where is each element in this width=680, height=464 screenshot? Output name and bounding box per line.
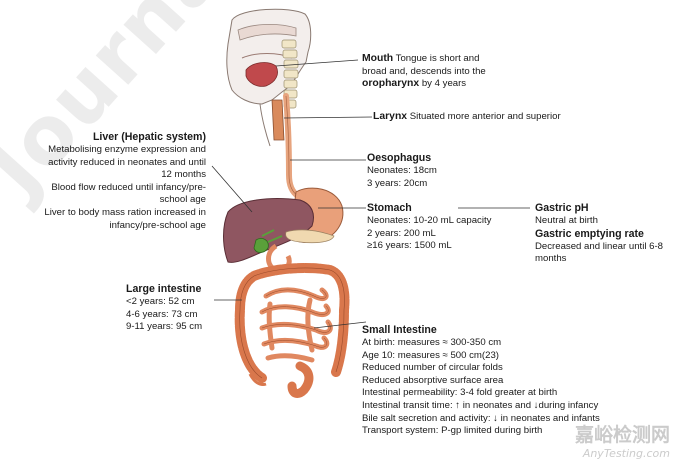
liver-line: Liver to body mass ration increased in [44,206,206,218]
stomach-annotation: Stomach Neonates: 10-20 mL capacity 2 ye… [367,202,517,253]
neck-outline [259,103,271,147]
large-intestine-line: 4-6 years: 73 cm [126,308,198,320]
pancreas-shape [285,229,335,244]
stomach-line: Neonates: 10-20 mL capacity [367,215,492,226]
larynx-pointer [283,116,373,119]
mouth-annotation: Mouth Tongue is short and broad and, des… [362,53,522,91]
small-intestine-annotation: Small Intestine At birth: measures ≈ 300… [362,324,662,438]
liver-line: activity reduced in neonates and until [48,156,206,168]
liver-line: Blood flow reduced until infancy/pre- [51,181,206,193]
larynx-annotation: Larynx Situated more anterior and superi… [373,111,633,124]
spine [281,39,299,109]
small-intestine-line: Reduced absorptive surface area [362,374,504,386]
small-intestine-line: Bile salt secretion and activity: ↓ in n… [362,412,600,424]
liver-line: Metabolising enzyme expression and [48,144,206,155]
liver-annotation: Liver (Hepatic system) Metabolising enzy… [26,131,206,232]
liver-line: 12 months [161,169,206,181]
stomach-title: Stomach [367,202,412,214]
small-intestine-pointer [313,321,367,329]
small-intestine-line: Intestinal transit time: ↑ in neonates a… [362,399,599,411]
oesophagus-line: Neonates: 18cm [367,165,437,176]
oesophagus-annotation: Oesophagus Neonates: 18cm 3 years: 20cm [367,152,517,190]
oesophagus-title: Oesophagus [367,152,432,164]
liver-line: infancy/pre-school age [109,219,206,231]
small-intestine-line: Age 10: measures ≈ 500 cm(23) [362,349,499,361]
site-watermark: 嘉峪检测网 AnyTesting.com [575,420,670,460]
stomach-line: ≥16 years: 1500 mL [367,240,452,252]
mouth-pointer [275,59,359,67]
oesophagus-line: 3 years: 20cm [367,177,428,189]
site-watermark-en: AnyTesting.com [582,447,670,460]
tongue [245,62,278,87]
liver-pointer [211,165,253,213]
gastric-ph-title: Gastric pH [535,202,589,214]
large-intestine-annotation: Large intestine <2 years: 52 cm 4-6 year… [126,283,236,334]
gastric-emptying-line: Decreased and linear until 6-8 [535,240,663,252]
gastric-ph-text: Neutral at birth [535,215,598,226]
head-outline [226,8,312,105]
larynx-text: Situated more anterior and superior [409,111,561,122]
stomach-line: 2 years: 200 mL [367,227,436,239]
gastric-emptying-title: Gastric emptying rate [535,227,644,240]
mouth-oropharynx: oropharynx [362,78,420,90]
gastric-emptying-line: months [535,253,567,265]
gastric-ph-annotation: Gastric pH Neutral at birth Gastric empt… [535,202,675,266]
pointer-lines [211,59,530,329]
larynx-shape [271,99,285,141]
large-intestine-line: <2 years: 52 cm [126,296,195,307]
mouth-title: Mouth [362,53,394,64]
small-intestine-line: Reduced number of circular folds [362,362,503,374]
larynx-title: Larynx [373,111,408,122]
gallbladder-shape [253,238,269,253]
large-intestine-line: 9-11 years: 95 cm [126,321,203,333]
mouth-text-2: broad and, descends into the [362,65,486,77]
rectum-shape [287,361,314,398]
mouth-text-1: Tongue is short and [395,53,480,64]
liver-line: school age [159,194,206,206]
small-intestine-line: At birth: measures ≈ 300-350 cm [362,337,502,348]
small-intestine-line: Intestinal permeability: 3-4 fold greate… [362,387,558,399]
small-intestine-title: Small Intestine [362,324,437,336]
small-intestine-line: Transport system: P-gp limited during bi… [362,425,543,437]
mouth-text-3: by 4 years [421,78,467,90]
large-intestine-title: Large intestine [126,283,202,295]
site-watermark-cn: 嘉峪检测网 [574,424,670,446]
oesophagus-tube [283,93,301,199]
nasal-cavity [237,24,297,41]
liver-title: Liver (Hepatic system) [92,131,206,143]
appendix [248,373,267,386]
